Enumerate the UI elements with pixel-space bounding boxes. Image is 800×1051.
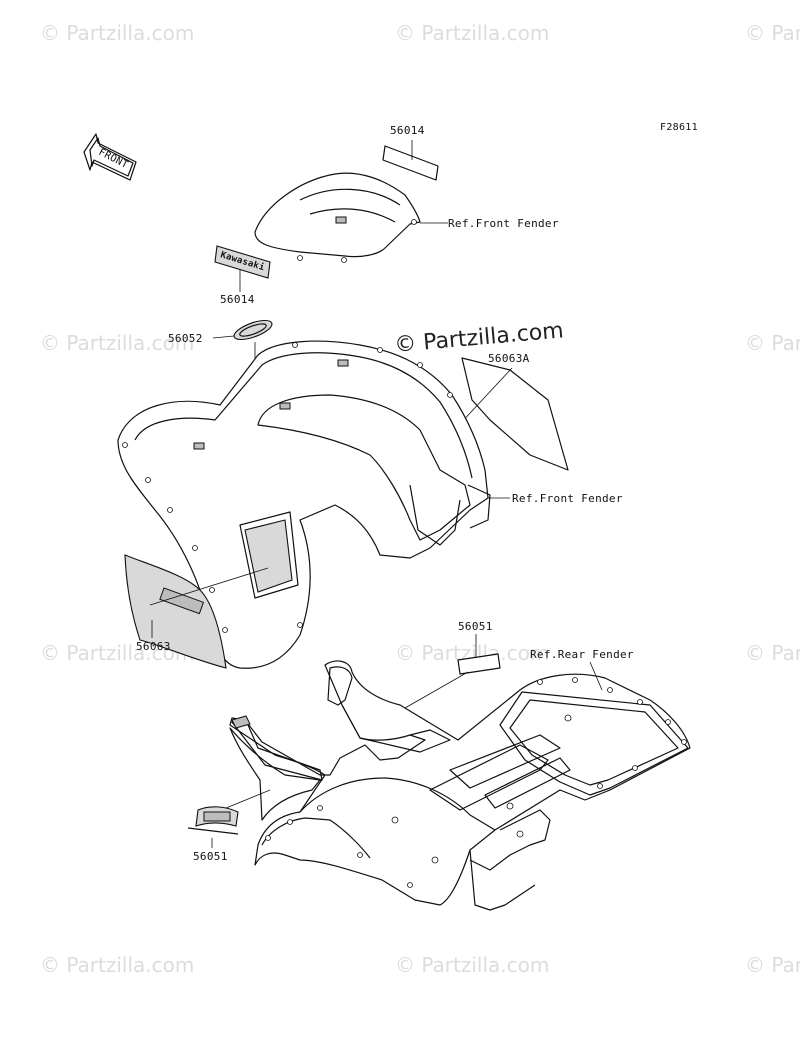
watermark: © Partzilla.com [745,953,800,977]
watermark: © Partzilla.com [395,21,549,45]
watermark: © Partzilla.com [745,641,800,665]
watermark: © Partzilla.com [40,21,194,45]
watermark: © Partzilla.com [40,953,194,977]
main-watermark: © Partzilla.com [393,318,564,358]
watermark: © Partzilla.com [40,331,194,355]
figure-id: F28611 [660,122,698,133]
emblem-56052 [212,319,273,410]
rear-fender-part [229,660,691,911]
callout-ref-front-fender-mid: Ref.Front Fender [512,492,623,505]
kawasaki-decal-56014: Kawasaki [214,245,271,292]
decal-56014-top [382,140,439,181]
callout-56014-mid: 56014 [220,293,255,306]
callout-56014-top: 56014 [390,124,425,137]
watermark: © Partzilla.com [745,331,800,355]
callout-56063: 56063 [136,640,171,653]
decal-56051-top [397,634,501,713]
callout-56051-top: 56051 [458,620,493,633]
front-arrow-icon: FRONT [83,133,137,181]
watermark: © Partzilla.com [745,21,800,45]
front-cover-part [254,172,448,263]
callout-ref-rear-fender: Ref.Rear Fender [530,648,634,661]
emblem-56051-bottom [187,789,271,848]
callout-56063a: 56063A [488,352,530,365]
callout-56051-bottom: 56051 [193,850,228,863]
background-watermarks: © Partzilla.com © Partzilla.com © Partzi… [40,21,800,977]
callout-56052: 56052 [168,332,203,345]
callout-ref-front-fender-top: Ref.Front Fender [448,217,559,230]
side-decal-56063 [124,554,269,669]
watermark: © Partzilla.com [395,953,549,977]
